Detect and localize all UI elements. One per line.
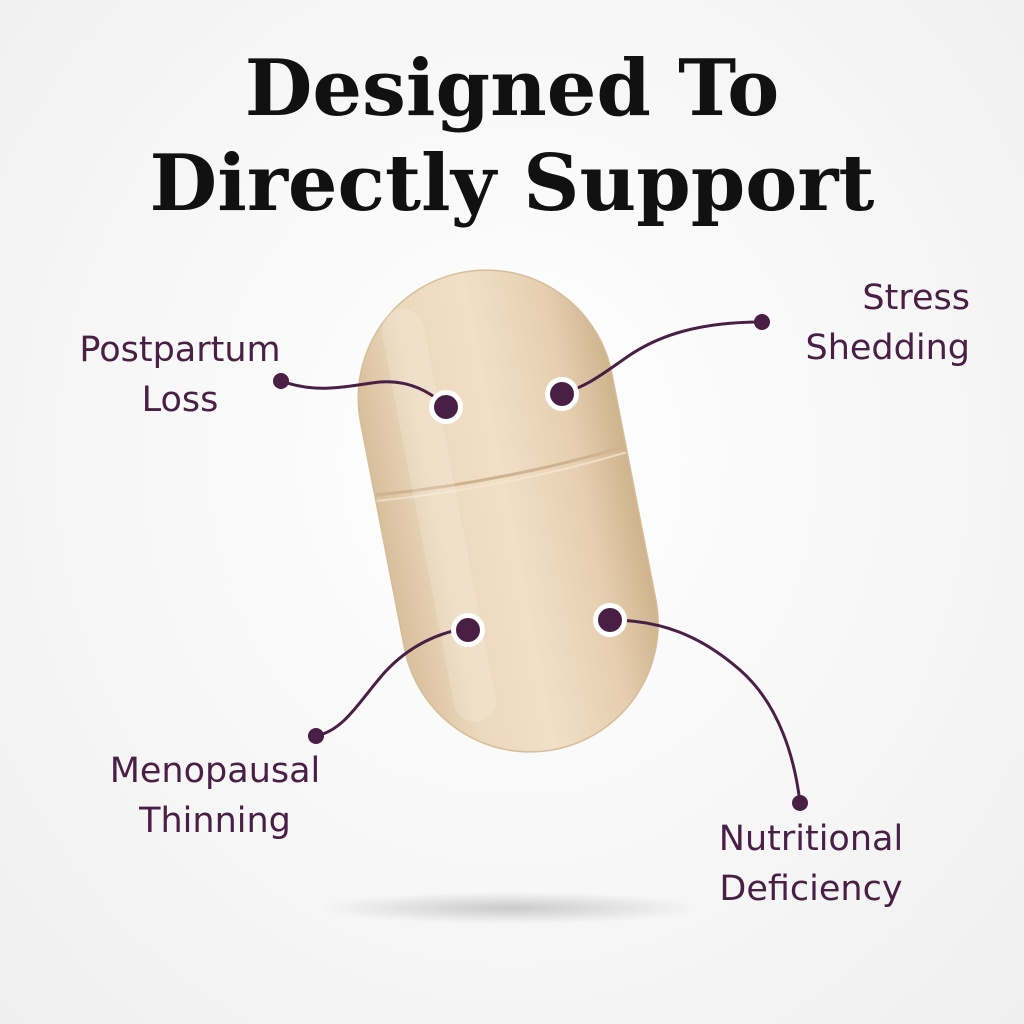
headline-line-2: Directly Support bbox=[149, 138, 875, 229]
capsule-shadow bbox=[320, 892, 700, 924]
capsule-seam-highlight bbox=[376, 451, 627, 502]
connector-stress bbox=[560, 320, 764, 396]
callout-stress-line-2: Shedding bbox=[805, 328, 971, 368]
callout-lines bbox=[279, 320, 802, 805]
endpoint-dots bbox=[273, 314, 808, 811]
capsule-shell bbox=[357, 269, 659, 753]
callout-nutritional-line-2: Deficiency bbox=[719, 869, 903, 909]
callout-menopausal-line-2: Thinning bbox=[139, 801, 291, 841]
endpoint-stress bbox=[754, 314, 770, 330]
endpoint-nutritional bbox=[792, 795, 808, 811]
marker-stress bbox=[545, 377, 579, 411]
callout-menopausal-line-1: Menopausal bbox=[109, 751, 321, 791]
callout-nutritional-line-1: Nutritional bbox=[718, 819, 904, 859]
capsule-seam bbox=[375, 445, 626, 497]
connector-menopausal bbox=[314, 626, 470, 738]
marker-postpartum bbox=[429, 390, 463, 424]
connector-nutritional bbox=[608, 618, 802, 805]
callout-postpartum-line-2: Loss bbox=[141, 380, 219, 420]
capsule bbox=[357, 269, 659, 753]
headline-line-1: Designed To bbox=[244, 43, 780, 134]
callout-stress-line-1: Stress bbox=[862, 278, 970, 318]
callout-postpartum-loss: Postpartum Loss bbox=[72, 325, 288, 425]
callout-stress-shedding: Stress Shedding bbox=[780, 273, 971, 373]
callout-postpartum-line-1: Postpartum bbox=[79, 330, 281, 370]
endpoint-menopausal bbox=[308, 728, 324, 744]
callout-menopausal-thinning: Menopausal Thinning bbox=[100, 746, 330, 846]
marker-menopausal bbox=[451, 613, 485, 647]
capsule-markers bbox=[429, 377, 627, 647]
endpoint-postpartum bbox=[273, 373, 289, 389]
connector-postpartum bbox=[279, 379, 448, 408]
marker-nutritional bbox=[593, 603, 627, 637]
callout-nutritional-deficiency: Nutritional Deficiency bbox=[706, 814, 916, 914]
